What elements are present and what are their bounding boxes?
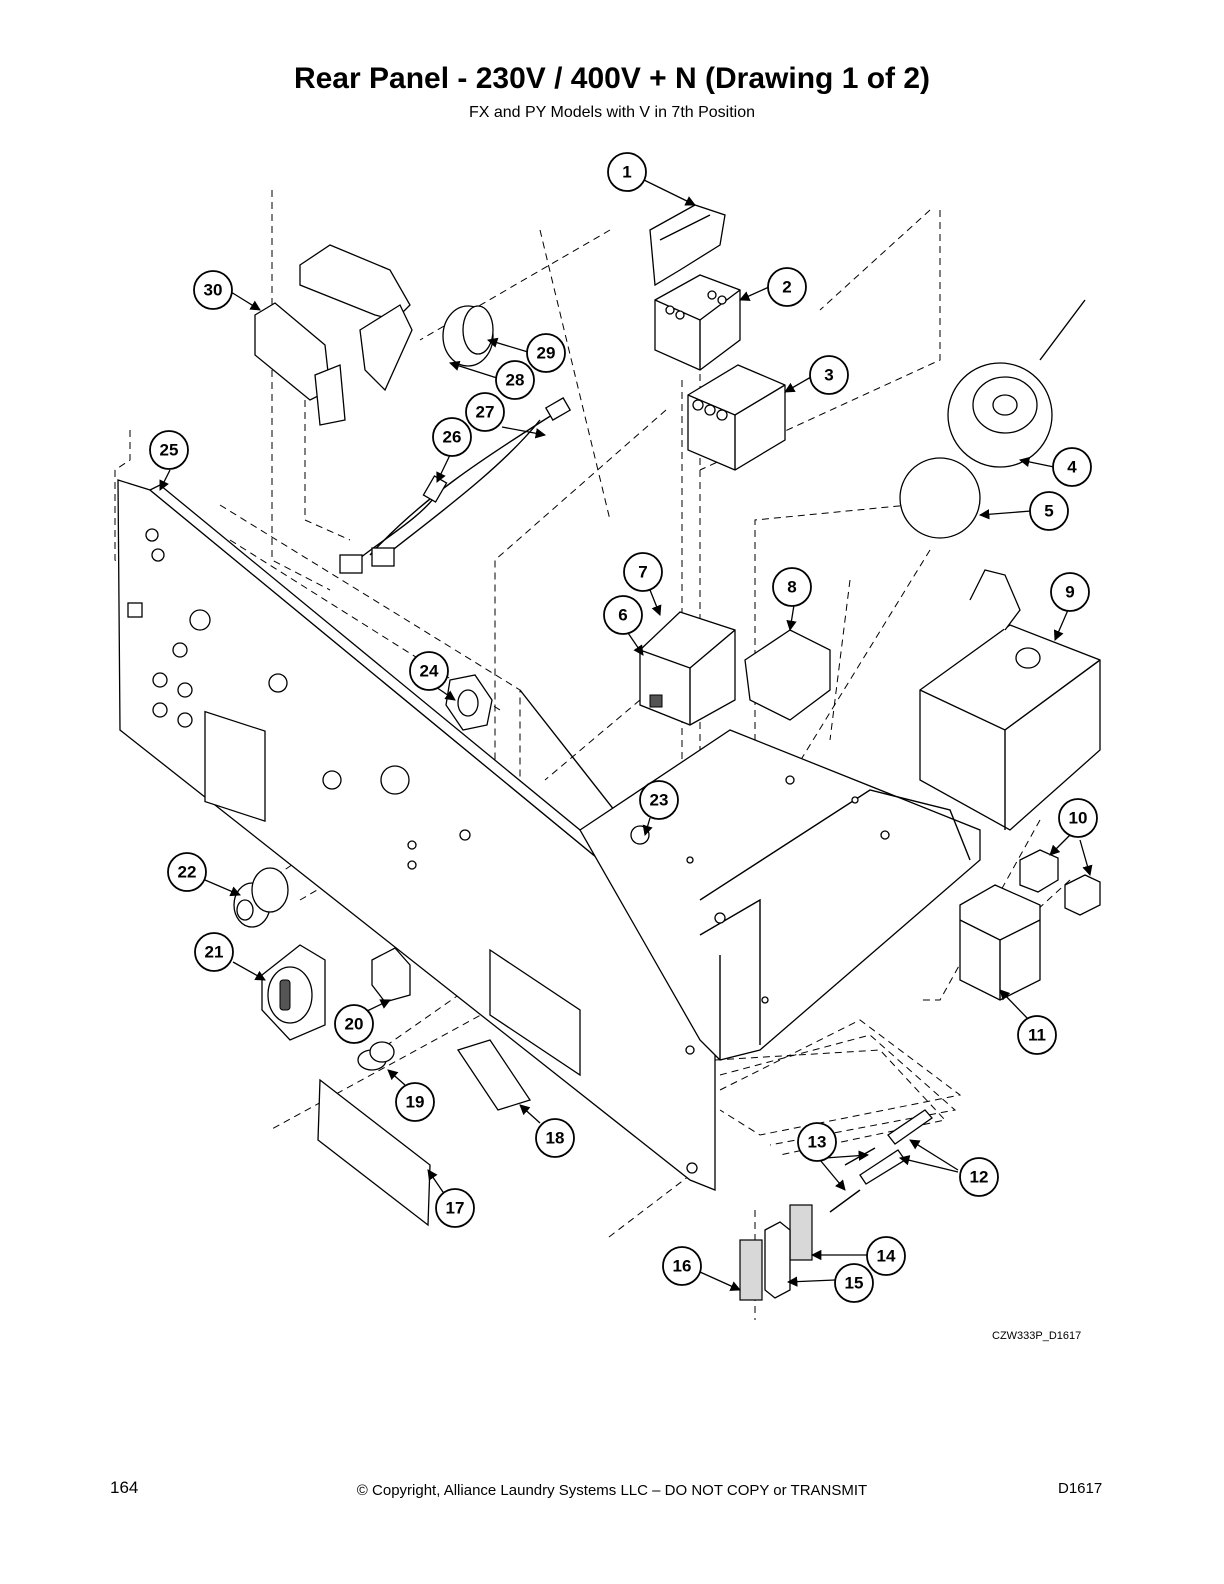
callout-14: 14 <box>866 1236 906 1276</box>
svg-text:14: 14 <box>877 1247 896 1266</box>
callout-leaders <box>159 179 1093 1291</box>
svg-text:30: 30 <box>204 281 223 300</box>
callout-19: 19 <box>395 1082 435 1122</box>
callout-13: 13 <box>797 1122 837 1162</box>
callout-27: 27 <box>465 392 505 432</box>
svg-text:11: 11 <box>1028 1026 1046 1045</box>
contactor <box>687 364 786 471</box>
drawing-code: CZW333P_D1617 <box>992 1330 1082 1342</box>
lock-nut <box>445 674 493 731</box>
disc-plate <box>899 457 981 539</box>
callout-26: 26 <box>432 417 472 457</box>
svg-text:2: 2 <box>782 278 791 297</box>
terminal-block <box>254 302 346 426</box>
page-subtitle: FX and PY Models with V in 7th Position <box>468 104 756 121</box>
callout-12: 12 <box>959 1157 999 1197</box>
rocker-switch <box>371 947 411 1003</box>
callout-11: 11 <box>1017 1015 1057 1055</box>
svg-text:21: 21 <box>205 943 224 962</box>
label-plate <box>456 1039 532 1111</box>
svg-text:10: 10 <box>1069 809 1088 828</box>
callout-17: 17 <box>435 1188 475 1228</box>
transformer <box>919 569 1101 831</box>
page-number: 164 <box>110 1478 139 1497</box>
buzzer <box>442 305 494 367</box>
svg-text:23: 23 <box>650 791 669 810</box>
svg-text:4: 4 <box>1067 458 1077 477</box>
wire-harness <box>339 397 572 574</box>
callout-10: 10 <box>1058 798 1098 838</box>
callout-28: 28 <box>495 360 535 400</box>
callout-4: 4 <box>1052 447 1092 487</box>
buzzer-housing <box>947 299 1086 468</box>
cover-plate <box>317 1078 431 1227</box>
filter-block <box>744 629 831 721</box>
svg-text:8: 8 <box>787 578 796 597</box>
svg-text:18: 18 <box>546 1129 565 1148</box>
svg-text:16: 16 <box>673 1257 692 1276</box>
svg-text:12: 12 <box>970 1168 989 1187</box>
svg-text:27: 27 <box>476 403 495 422</box>
callout-24: 24 <box>409 651 449 691</box>
rotary-disconnect-switch <box>261 944 326 1041</box>
relay <box>654 274 741 371</box>
callout-29: 29 <box>526 333 566 373</box>
svg-text:3: 3 <box>824 366 833 385</box>
callout-25: 25 <box>149 430 189 470</box>
callout-6: 6 <box>603 595 643 635</box>
callout-2: 2 <box>767 267 807 307</box>
callout-3: 3 <box>809 355 849 395</box>
callout-20: 20 <box>334 1004 374 1044</box>
copyright-notice: © Copyright, Alliance Laundry Systems LL… <box>356 1482 868 1499</box>
svg-text:29: 29 <box>537 344 556 363</box>
svg-text:26: 26 <box>443 428 462 447</box>
relay-socket <box>649 204 726 287</box>
callout-8: 8 <box>772 567 812 607</box>
page-title: Rear Panel - 230V / 400V + N (Drawing 1 … <box>293 62 931 95</box>
fuses <box>829 1109 933 1213</box>
callout-21: 21 <box>194 932 234 972</box>
callout-23: 23 <box>639 780 679 820</box>
svg-text:15: 15 <box>845 1274 864 1293</box>
svg-text:7: 7 <box>638 563 647 582</box>
callout-22: 22 <box>167 852 207 892</box>
rear-panel <box>117 479 721 1191</box>
fuse-holder <box>739 1204 813 1301</box>
svg-text:1: 1 <box>622 163 631 182</box>
callout-5: 5 <box>1029 491 1069 531</box>
callout-7: 7 <box>623 552 663 592</box>
mounting-bracket <box>299 244 413 392</box>
callout-1: 1 <box>607 152 647 192</box>
svg-text:24: 24 <box>420 662 439 681</box>
svg-text:13: 13 <box>808 1133 827 1152</box>
cable-gland <box>233 867 289 928</box>
chassis-tray <box>579 729 981 1061</box>
svg-text:5: 5 <box>1044 502 1053 521</box>
svg-text:20: 20 <box>345 1015 364 1034</box>
callout-18: 18 <box>535 1118 575 1158</box>
document-id: D1617 <box>1058 1480 1103 1497</box>
callout-15: 15 <box>834 1263 874 1303</box>
svg-text:28: 28 <box>506 371 525 390</box>
callout-30: 30 <box>193 270 233 310</box>
svg-text:6: 6 <box>618 606 627 625</box>
auxiliary-contact <box>1019 849 1059 893</box>
contactor-assembly <box>639 611 736 726</box>
callout-balloons: 1 2 3 4 5 6 7 8 9 10 11 12 13 14 15 16 1… <box>149 152 1098 1303</box>
svg-text:22: 22 <box>178 863 197 882</box>
strain-relief <box>357 1041 395 1071</box>
svg-text:9: 9 <box>1065 583 1074 602</box>
svg-text:25: 25 <box>160 441 179 460</box>
callout-9: 9 <box>1050 572 1090 612</box>
auxiliary-contact <box>1064 874 1101 916</box>
svg-text:19: 19 <box>406 1093 425 1112</box>
callout-16: 16 <box>662 1246 702 1286</box>
circuit-breaker <box>959 884 1041 1001</box>
svg-text:17: 17 <box>446 1199 465 1218</box>
